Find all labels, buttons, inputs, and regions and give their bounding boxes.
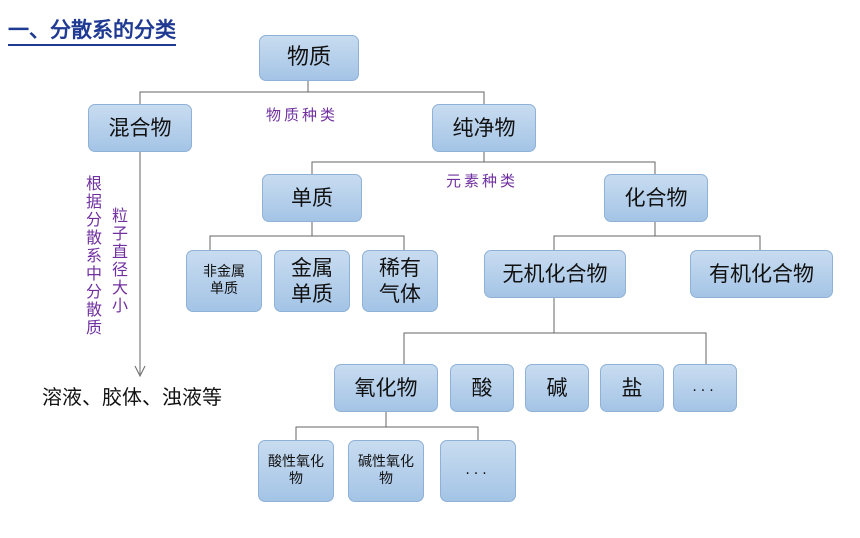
node-wuzhi: 物质 <box>259 35 359 81</box>
label-wuzhi-zhonglei: 物质种类 <box>266 106 339 124</box>
node-danzhi: 单质 <box>262 174 362 222</box>
node-jian: 碱 <box>525 364 589 412</box>
node-yan: 盐 <box>600 364 664 412</box>
section-title: 一、分散系的分类 <box>8 18 176 47</box>
label-genju: 根据分散系中分散质 <box>83 175 102 337</box>
node-jinshu: 金属单质 <box>274 250 350 312</box>
node-more-1: ... <box>673 364 737 412</box>
result-text: 溶液、胶体、浊液等 <box>42 385 222 409</box>
label-lizi: 粒子直径大小 <box>109 207 128 315</box>
node-suan: 酸 <box>450 364 514 412</box>
node-yanghuawu: 氧化物 <box>334 364 438 412</box>
label-yuansu-zhonglei: 元素种类 <box>446 172 519 190</box>
node-hunhewu: 混合物 <box>88 104 192 152</box>
node-xiyou: 稀有气体 <box>362 250 438 312</box>
node-huahewu: 化合物 <box>604 174 708 222</box>
node-chunjingwu: 纯净物 <box>432 104 536 152</box>
node-more-2: ... <box>440 440 516 502</box>
node-feijinshu: 非金属单质 <box>186 250 262 312</box>
node-wuji: 无机化合物 <box>484 250 626 298</box>
node-youji: 有机化合物 <box>690 250 833 298</box>
node-jianxing: 碱性氧化物 <box>348 440 424 502</box>
node-suanxing: 酸性氧化物 <box>258 440 334 502</box>
